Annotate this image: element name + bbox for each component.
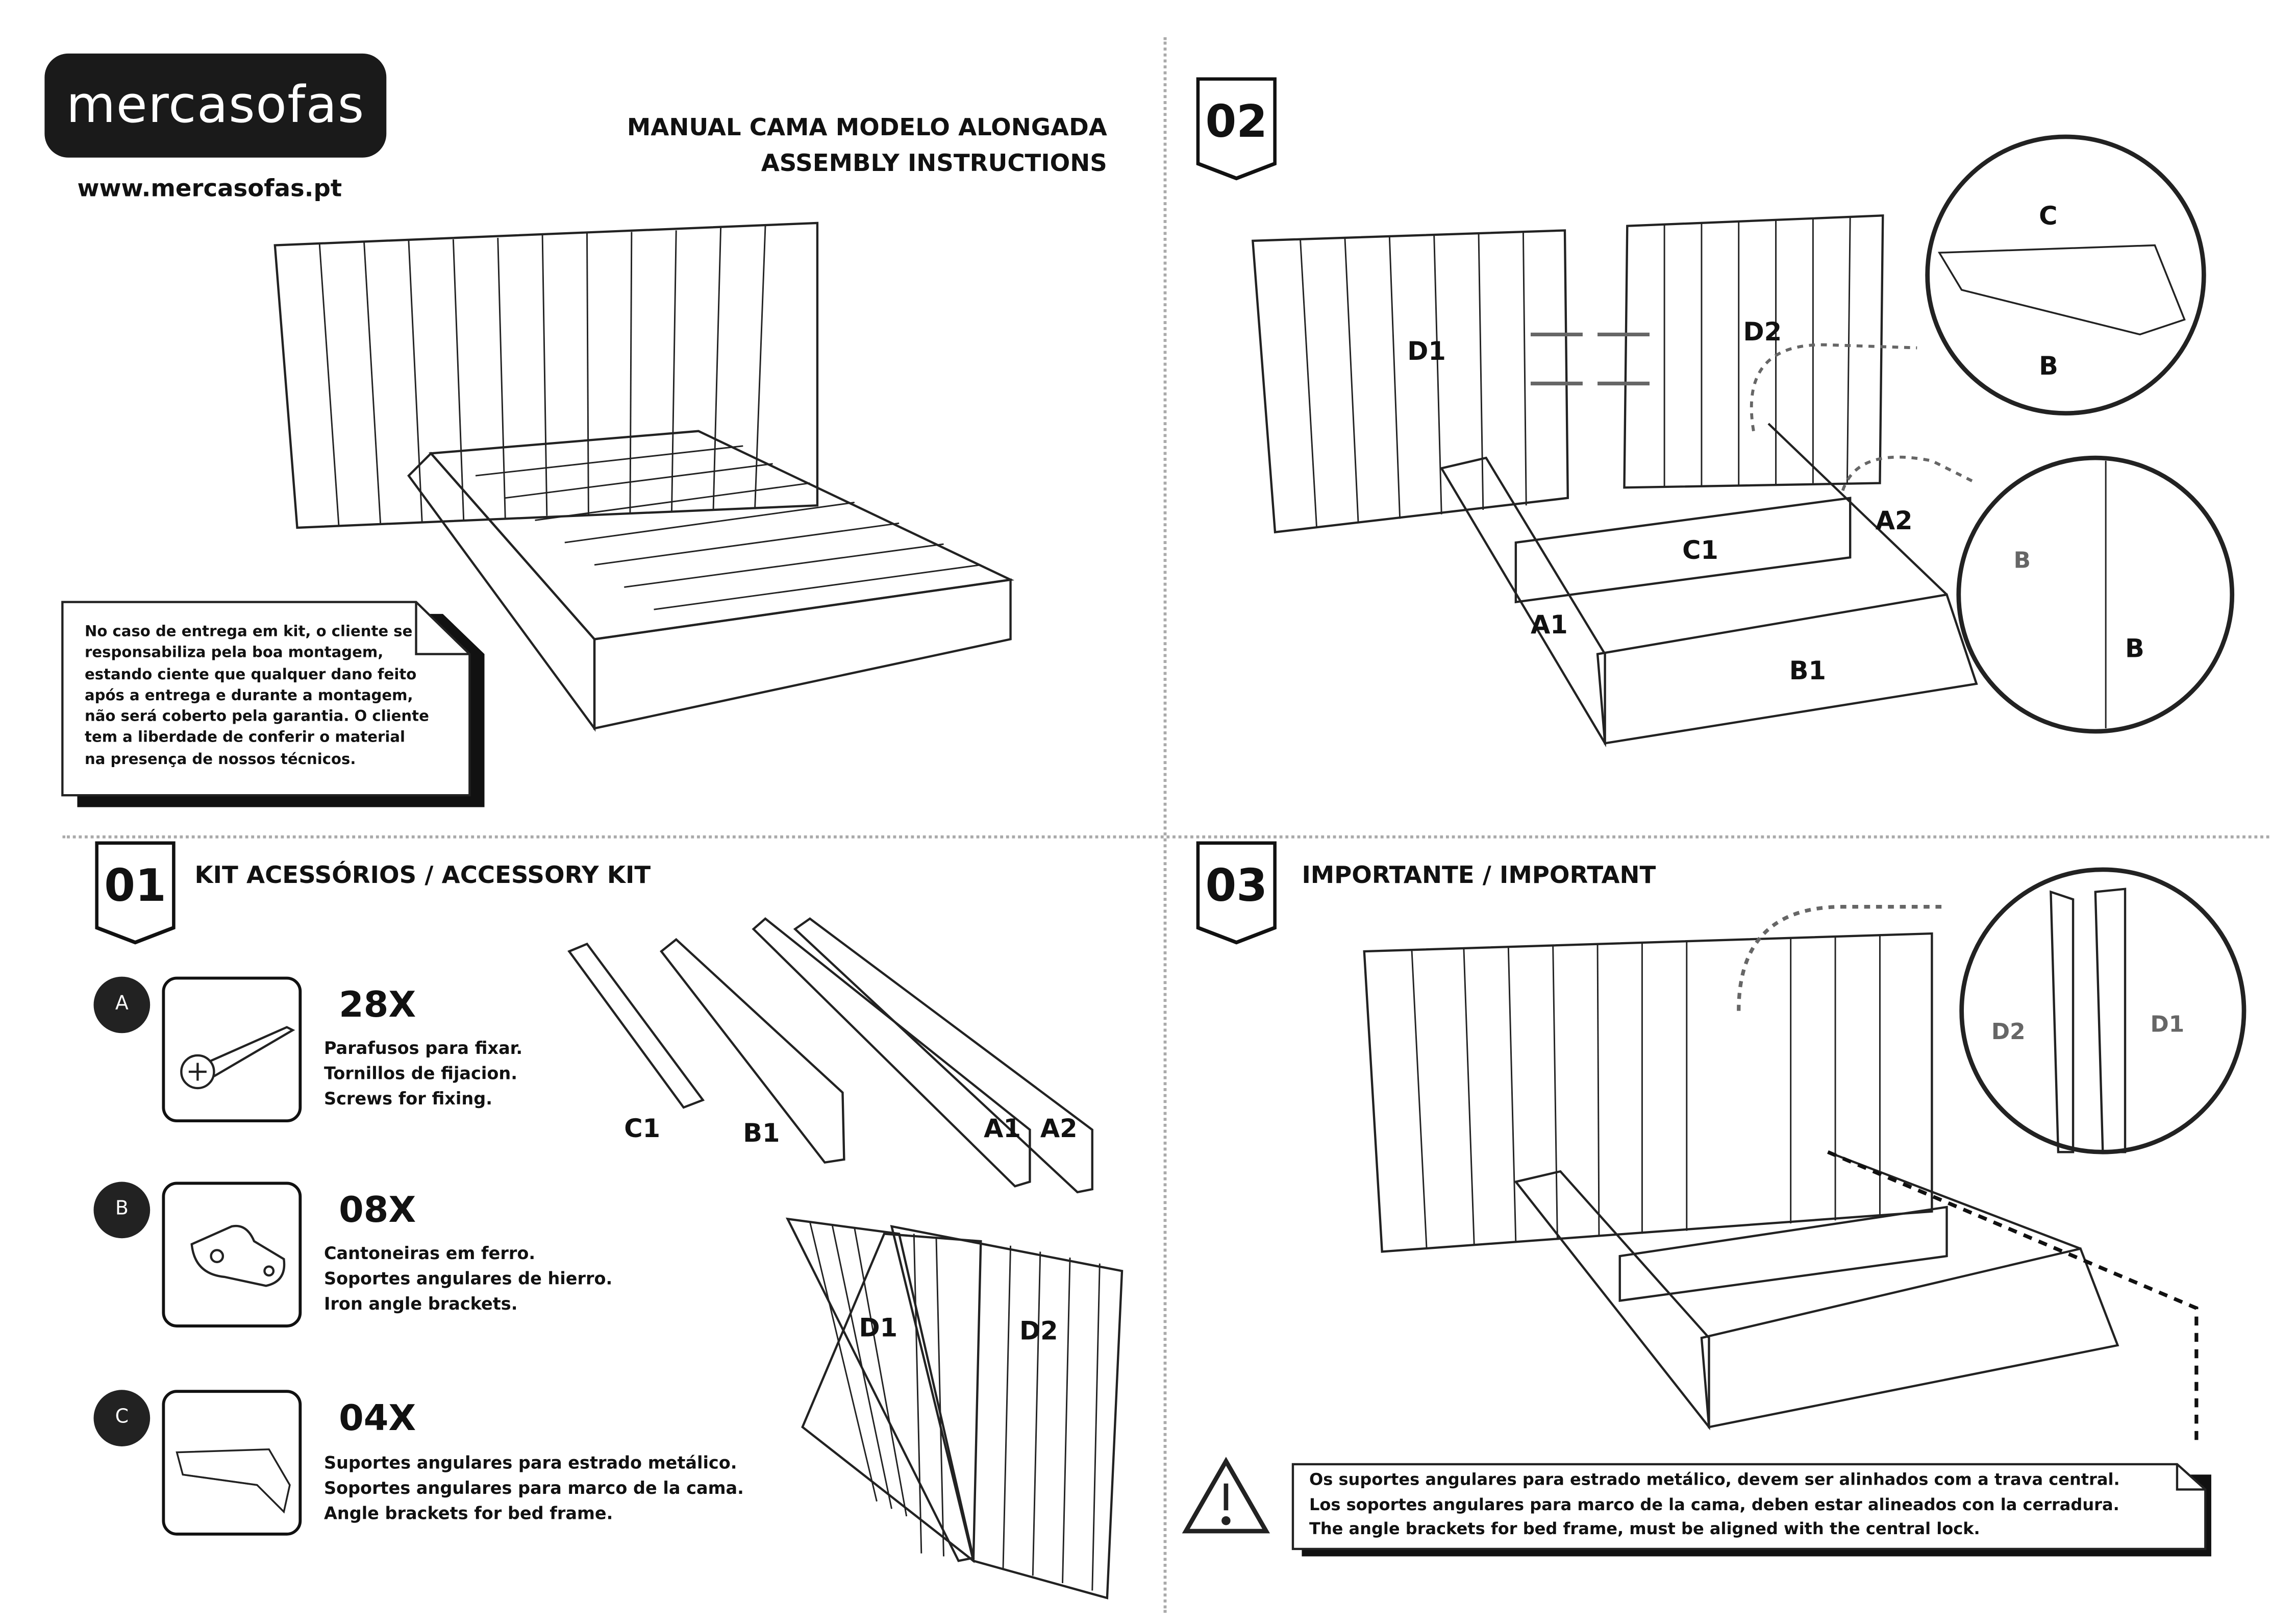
part-label-c1: C1 [624, 1115, 661, 1145]
desc-line: Iron angle brackets. [323, 1293, 518, 1314]
step-01-heading: KIT ACESSÓRIOS / ACCESSORY KIT [194, 860, 651, 889]
item-c-badge: C [93, 1390, 151, 1446]
screw-icon [162, 976, 302, 1123]
step-03-note: Os suportes angulares para estrado metál… [1309, 1469, 2120, 1542]
detail-label-b: B [2125, 634, 2144, 665]
desc-line: Tornillos de fijacion. [323, 1063, 517, 1084]
desc-line: Screws for fixing. [323, 1088, 492, 1109]
title-line-2: ASSEMBLY INSTRUCTIONS [761, 149, 1107, 177]
angle-bracket-icon [162, 1182, 302, 1327]
item-b-description: Cantoneiras em ferro. Soportes angulares … [324, 1241, 612, 1317]
desc-line: Soportes angulares de hierro. [323, 1268, 613, 1289]
step02-illustration [1251, 134, 2235, 748]
brand-logo: mercasofas [44, 53, 387, 158]
title-line-1: MANUAL CAMA MODELO ALONGADA [627, 113, 1107, 141]
part-label-a1: A1 [984, 1115, 1021, 1145]
desc-line: Soportes angulares para marco de la cama… [323, 1478, 744, 1498]
disclaimer-line: tem a liberdade de conferir o material [85, 730, 406, 747]
horizontal-divider [62, 835, 2269, 839]
part-label-a1: A1 [1530, 611, 1568, 641]
item-c-description: Suportes angulares para estrado metálico… [324, 1451, 744, 1527]
item-c-quantity: 04X [339, 1397, 416, 1439]
item-b-badge: B [93, 1182, 151, 1239]
disclaimer-line: após a entrega e durante a montagem, [85, 688, 413, 705]
disclaimer-line: No caso de entrega em kit, o cliente se [85, 624, 413, 641]
note-line: Os suportes angulares para estrado metál… [1309, 1470, 2120, 1490]
item-a-description: Parafusos para fixar. Tornillos de fijaci… [324, 1036, 522, 1112]
part-label-a2: A2 [1040, 1115, 1078, 1145]
step-number: 02 [1205, 96, 1268, 149]
part-label-b1: B1 [1789, 657, 1826, 687]
disclaimer-line: não será coberto pela garantia. O client… [85, 709, 429, 726]
desc-line: Parafusos para fixar. [323, 1037, 523, 1059]
part-label-b1: B1 [743, 1119, 780, 1149]
item-a-quantity: 28X [339, 984, 416, 1026]
item-b-quantity: 08X [339, 1189, 416, 1231]
detail-label-b: B [2039, 352, 2058, 382]
step-02-badge: 02 [1196, 77, 1277, 181]
step03-illustration [1363, 867, 2247, 1442]
step01-parts-illustration [567, 917, 1124, 1600]
step-01-badge: 01 [95, 841, 176, 945]
vertical-divider [1163, 37, 1167, 1613]
disclaimer-note-frame [61, 601, 485, 807]
step-number: 01 [104, 860, 166, 913]
part-label-d1: D1 [859, 1314, 898, 1344]
detail-label-d2: D2 [1991, 1018, 2026, 1045]
disclaimer-text: No caso de entrega em kit, o cliente se … [85, 623, 429, 771]
bed-overview-illustration [273, 222, 1015, 732]
step-number: 03 [1205, 860, 1268, 913]
desc-line: Cantoneiras em ferro. [323, 1242, 536, 1264]
step-03-badge: 03 [1196, 841, 1277, 945]
item-a-badge: A [93, 976, 151, 1034]
part-label-d1: D1 [1407, 337, 1446, 367]
part-label-c1: C1 [1682, 536, 1718, 567]
page-title: MANUAL CAMA MODELO ALONGADA ASSEMBLY INS… [627, 110, 1107, 182]
note-line: Los soportes angulares para marco de la … [1309, 1494, 2119, 1514]
desc-line: Angle brackets for bed frame. [323, 1503, 613, 1524]
disclaimer-line: na presença de nossos técnicos. [85, 752, 356, 769]
frame-bracket-icon [162, 1390, 302, 1536]
part-label-d2: D2 [1743, 318, 1782, 348]
step-03-heading: IMPORTANTE / IMPORTANT [1302, 860, 1656, 889]
detail-label-c: C [2039, 202, 2058, 232]
part-label-d2: D2 [1019, 1317, 1058, 1347]
warning-icon [1182, 1457, 1270, 1534]
detail-label-b: B [2013, 547, 2031, 574]
disclaimer-line: estando ciente que qualquer dano feito [85, 667, 417, 683]
part-label-a2: A2 [1875, 507, 1913, 537]
website-url[interactable]: www.mercasofas.pt [77, 174, 342, 203]
detail-label-d1: D1 [2150, 1011, 2185, 1038]
disclaimer-line: responsabiliza pela boa montagem, [85, 645, 384, 662]
note-line: The angle brackets for bed frame, must b… [1309, 1519, 1980, 1539]
step03-note-frame [1291, 1463, 2211, 1557]
desc-line: Suportes angulares para estrado metálico… [323, 1452, 737, 1473]
